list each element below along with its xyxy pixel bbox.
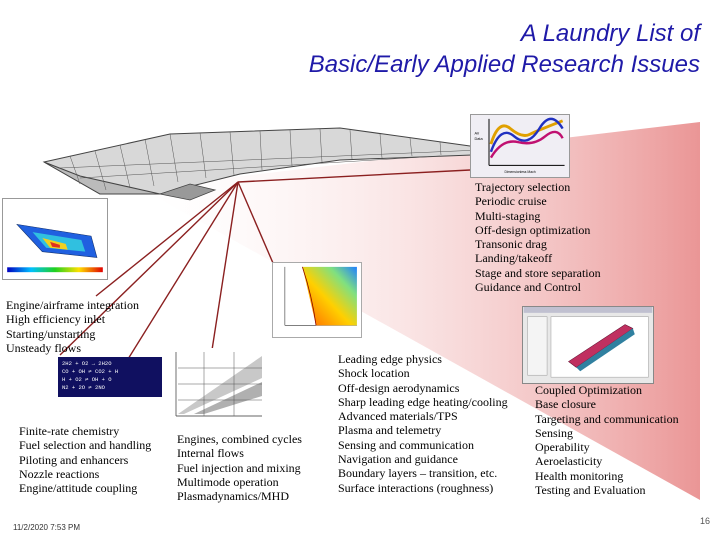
list-item: Sensing and communication: [338, 437, 474, 452]
list-item: Finite-rate chemistry: [19, 424, 120, 438]
chart-xlabel: Dimensionless Mach: [505, 170, 536, 174]
chemistry-issues-list: Finite-rate chemistry Fuel selection and…: [19, 424, 151, 495]
list-item: Periodic cruise: [475, 194, 547, 209]
chart-ylabel-1: Air: [474, 130, 479, 135]
chem-eq-1: 2H2 + O2 → 2H2O: [62, 360, 112, 367]
list-item: Shock location: [338, 366, 410, 381]
engine-airframe-list: Engine/airframe integration High efficie…: [6, 298, 139, 355]
list-item: Base closure: [535, 397, 596, 412]
leading-edge-issues-list: Leading edge physics Shock location Off-…: [338, 352, 508, 495]
list-item: Advanced materials/TPS: [338, 409, 458, 424]
list-item: Fuel injection and mixing: [177, 460, 301, 475]
list-item: Landing/takeoff: [475, 251, 553, 266]
list-item: Engine/attitude coupling: [19, 481, 138, 496]
page-number: 16: [699, 516, 710, 526]
list-item: Nozzle reactions: [19, 466, 100, 481]
list-item: Leading edge physics: [338, 352, 442, 366]
list-item: Guidance and Control: [475, 280, 581, 295]
chart-curve-yellow: [489, 119, 564, 145]
chart-curve-blue: [489, 117, 564, 153]
list-item: Testing and Evaluation: [535, 483, 646, 498]
list-item: Surface interactions (roughness): [338, 480, 494, 495]
list-item: Coupled Optimization: [535, 383, 642, 397]
list-item: Health monitoring: [535, 468, 624, 483]
list-item: Sensing: [535, 425, 574, 440]
list-item: Operability: [535, 440, 590, 455]
chem-eq-2: CO + OH ⇌ CO2 + H: [62, 368, 119, 375]
list-item: Navigation and guidance: [338, 452, 458, 467]
list-item: Off-design optimization: [475, 222, 591, 237]
list-item: Plasma and telemetry: [338, 423, 442, 438]
list-item: Stage and store separation: [475, 265, 601, 280]
trajectory-chart: Air Data Dimensionless Mach: [470, 114, 570, 178]
list-item: Unsteady flows: [6, 340, 81, 355]
list-item: Sharp leading edge heating/cooling: [338, 394, 508, 409]
list-item: Internal flows: [177, 446, 244, 461]
list-item: Multimode operation: [177, 474, 279, 489]
list-item: Boundary layers – transition, etc.: [338, 466, 498, 481]
list-item: Starting/unstarting: [6, 326, 96, 341]
list-item: Targeting and communication: [535, 411, 679, 426]
vehicle-wireframe: [42, 127, 499, 201]
list-item: Engine/airframe integration: [6, 298, 139, 312]
engine-flow-diagram: [164, 348, 266, 424]
list-item: Aeroelasticity: [535, 454, 603, 469]
list-item: High efficiency inlet: [6, 312, 106, 327]
leading-edge-contour-panel: [272, 262, 362, 338]
list-item: Fuel selection and handling: [19, 438, 152, 453]
chem-eq-4: N2 + 2O ⇌ 2NO: [62, 384, 105, 391]
list-item: Off-design aerodynamics: [338, 380, 460, 395]
list-item: Multi-staging: [475, 208, 541, 223]
list-item: Piloting and enhancers: [19, 452, 129, 467]
coupled-optimization-panel: [522, 306, 654, 384]
title-line-1: A Laundry List of: [520, 20, 700, 47]
coupled-issues-list: Coupled Optimization Base closure Target…: [535, 383, 679, 497]
list-item: Transonic drag: [475, 237, 547, 252]
list-item: Plasmadynamics/MHD: [177, 489, 289, 504]
list-item: Engines, combined cycles: [177, 432, 302, 446]
title-line-2: Basic/Early Applied Research Issues: [308, 51, 700, 78]
fan-shading: [140, 122, 700, 500]
engines-issues-list: Engines, combined cycles Internal flows …: [177, 432, 302, 503]
ray-lines: [59, 169, 471, 373]
trajectory-issues-list: Trajectory selection Periodic cruise Mul…: [475, 180, 601, 294]
list-item: Trajectory selection: [475, 180, 571, 194]
cfd-vehicle-panel: [2, 198, 108, 280]
chart-curve-magenta: [489, 130, 564, 159]
footer-date: 11/2/2020 7:53 PM: [13, 523, 81, 532]
chem-eq-3: H + O2 ⇌ OH + O: [62, 376, 112, 383]
slide-title: A Laundry List of Basic/Early Applied Re…: [100, 18, 700, 80]
chemistry-equation-panel: 2H2 + O2 → 2H2O CO + OH ⇌ CO2 + H H + O2…: [58, 357, 162, 397]
chart-ylabel-2: Data: [474, 136, 483, 141]
